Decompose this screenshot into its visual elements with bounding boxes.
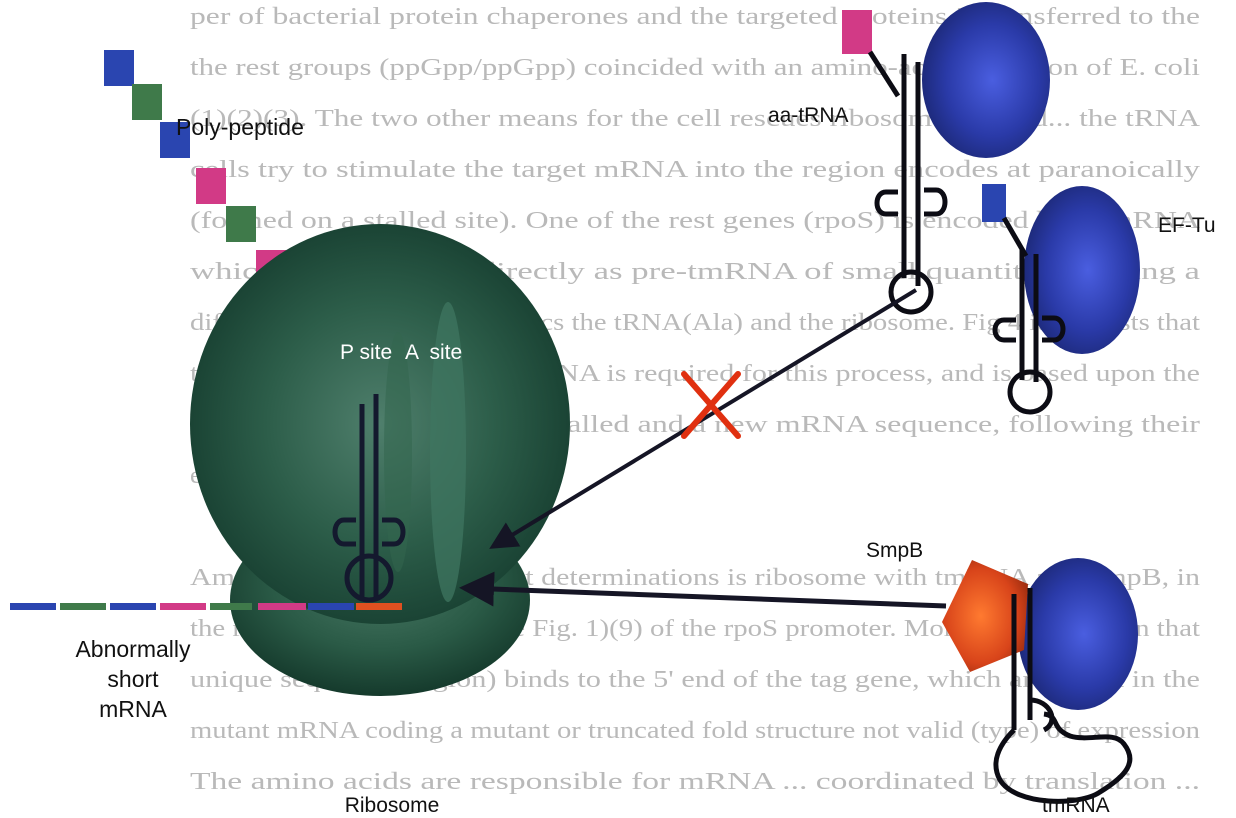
codon-blue xyxy=(110,603,156,610)
codon-blue xyxy=(10,603,56,610)
residue-magenta xyxy=(196,168,226,204)
aa-trna-label: aa-tRNA xyxy=(768,104,849,127)
residue-green xyxy=(226,206,256,242)
abnormal-mrna-strand xyxy=(10,603,402,610)
codon-blue xyxy=(308,603,354,610)
ef-tu-protein xyxy=(1018,558,1138,710)
smpb-label: SmpB xyxy=(866,539,923,562)
ribosome-label: Ribosome xyxy=(345,794,440,817)
p-site-label: P site xyxy=(340,341,392,364)
mrna-label-line-1: Abnormally xyxy=(75,636,191,662)
tmrna-label: tmRNA xyxy=(1042,794,1110,817)
mrna-label-line-2: short xyxy=(107,666,159,692)
ef-tu-protein xyxy=(1024,186,1140,354)
background-text-line: (1)(2)(3). The two other means for the c… xyxy=(190,106,1201,132)
residue-blue xyxy=(104,50,134,86)
mrna-label-line-3: mRNA xyxy=(99,696,167,722)
codon-magenta xyxy=(258,603,306,610)
amino-acid-blue xyxy=(982,184,1006,222)
residue-green xyxy=(132,84,162,120)
codon-green xyxy=(60,603,106,610)
amino-acid-magenta xyxy=(842,10,872,54)
background-text-line: The amino acids are responsible for mRNA… xyxy=(190,769,1200,795)
polypeptide-label: Poly-peptide xyxy=(176,114,304,140)
ribosome-large-subunit xyxy=(190,224,570,624)
background-text-line: cells try to stimulate the target mRNA i… xyxy=(190,157,1200,183)
codon-green xyxy=(210,603,252,610)
codon-red xyxy=(356,603,402,610)
background-text-line: mutant mRNA coding a mutant or truncated… xyxy=(190,718,1200,744)
ef-tu-protein xyxy=(922,2,1050,158)
codon-magenta xyxy=(160,603,206,610)
ribosome: P site A site xyxy=(190,224,570,696)
p-site-groove xyxy=(384,332,412,572)
background-text-line: per of bacterial protein chaperones and … xyxy=(190,4,1200,30)
ef-tu-label: EF-Tu xyxy=(1158,214,1216,237)
a-site-label: A site xyxy=(405,341,462,364)
